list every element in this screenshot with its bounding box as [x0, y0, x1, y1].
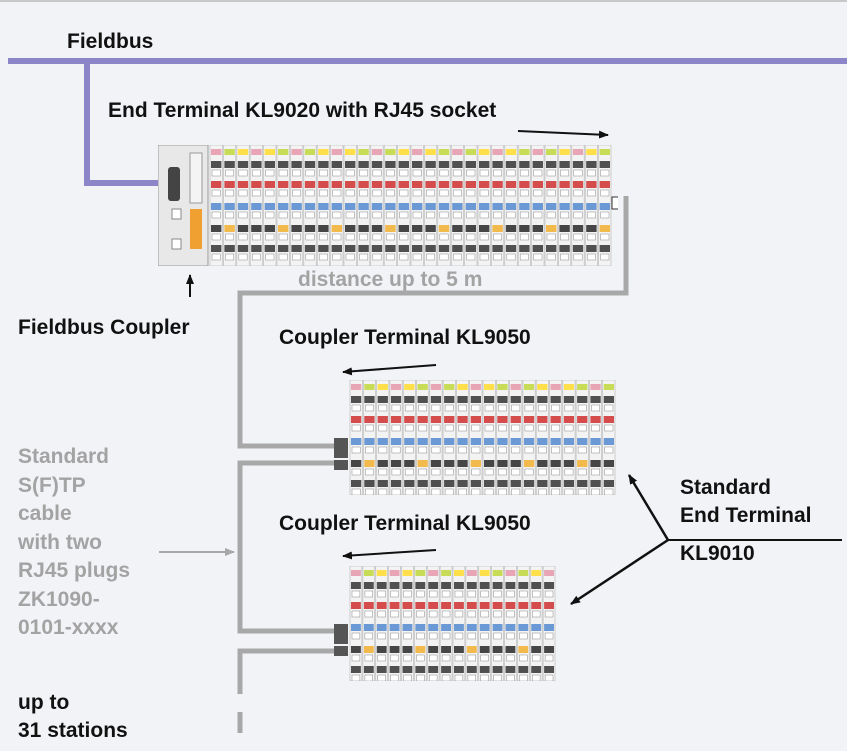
extension-station-1 — [330, 379, 616, 496]
top-border — [0, 0, 847, 2]
coupler-terminal-1-label: Coupler Terminal KL9050 — [279, 326, 531, 349]
cable-note-line-2: S(F)TP — [18, 473, 86, 497]
cable-note-line-7: 0101-xxxx — [18, 616, 119, 639]
coupler-terminal-2-label: Coupler Terminal KL9050 — [279, 512, 531, 535]
coupler2-direction-arrow — [342, 549, 437, 560]
cable-note-line-5: RJ45 plugs — [18, 559, 131, 582]
cable-coupler2-onward — [237, 648, 338, 694]
extension-1-terminals — [349, 379, 616, 496]
standard-end-terminal-line-3: KL9010 — [680, 542, 755, 565]
cable-note-line-4: with two — [18, 530, 102, 554]
fieldbus-label: Fieldbus — [67, 30, 154, 53]
extension-station-1-graphic — [334, 379, 616, 496]
extension-2-terminals — [349, 565, 556, 682]
stations-note-line-1: up to — [18, 691, 70, 714]
cable-coupler1-to-coupler2 — [237, 460, 338, 634]
fieldbus-coupler-label: Fieldbus Coupler — [18, 316, 190, 339]
main-station — [157, 144, 622, 267]
extension-station-2 — [330, 565, 556, 682]
end-terminal-pointer-1 — [627, 474, 670, 541]
end-terminal-kl9020-label: End Terminal KL9020 with RJ45 socket — [108, 99, 497, 122]
coupler1-direction-arrow — [342, 364, 437, 376]
extension-station-2-graphic — [334, 565, 556, 682]
cable-end-to-coupler1 — [237, 196, 629, 449]
stations-note-label: up to 31 stations — [18, 689, 128, 745]
cable-note-line-1: Standard — [18, 445, 110, 468]
fieldbus-drop-line — [84, 61, 172, 186]
cable-note-line-6: ZK1090- — [18, 587, 100, 611]
stations-note-line-2: 31 stations — [18, 719, 128, 742]
standard-end-terminal-line-2: End Terminal — [680, 504, 812, 527]
main-station-graphic — [157, 144, 622, 267]
main-station-terminals — [209, 144, 612, 267]
cable-note-label: Standard S(F)TP cable with two RJ45 plug… — [18, 443, 130, 643]
end-terminal-arrow — [517, 130, 609, 139]
standard-end-terminal-label: Standard End Terminal KL9010 — [680, 474, 811, 568]
distance-label: distance up to 5 m — [298, 268, 483, 291]
standard-end-terminal-line-1: Standard — [680, 476, 772, 499]
end-terminal-pointer-2 — [570, 538, 669, 606]
cable-note-line-3: cable — [18, 502, 72, 525]
